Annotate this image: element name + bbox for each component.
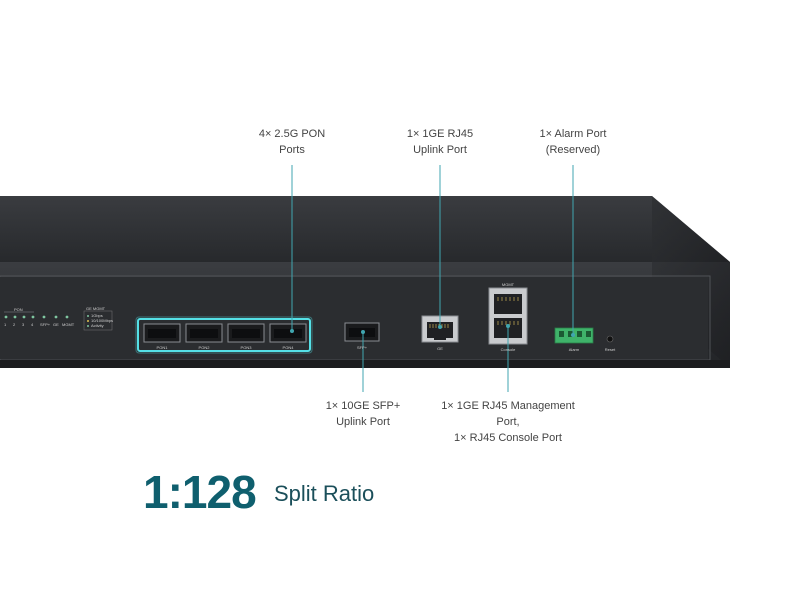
led-legend-100mbps: 10/100Mbps	[91, 318, 114, 323]
led-legend-title: GE MGMT	[86, 306, 106, 311]
callout-alarm-port-line2: (Reserved)	[545, 144, 601, 156]
led-number-1: 1	[4, 322, 7, 327]
pon1-label: PON1	[156, 345, 168, 350]
callout-uplink-rj45-line1: 1× 1GE RJ45	[406, 128, 474, 140]
pon4-label: PON4	[282, 345, 294, 350]
callout-endpoints	[290, 324, 575, 337]
pon-ports-highlight	[137, 318, 311, 352]
led-legend-activity: Activity	[91, 323, 104, 328]
sfp-port-label: SFP+	[356, 345, 368, 350]
callout-leaders	[291, 165, 574, 392]
callout-uplink-rj45-line2: Uplink Port	[413, 144, 467, 156]
led-sfp-label: SFP+	[40, 322, 51, 327]
callout-mgmt-console-line1: 1× 1GE RJ45 Management	[441, 400, 575, 412]
mgmt-port-label: MGMT	[501, 282, 515, 287]
callout-alarm-port-line1: 1× Alarm Port	[539, 128, 607, 140]
callout-mgmt-console-line2: Port,	[496, 416, 520, 428]
console-port-label: Console	[500, 347, 516, 352]
pon2-label: PON2	[198, 345, 210, 350]
ge-port-label: GE	[437, 346, 443, 351]
reset-label: Reset	[604, 347, 616, 352]
split-ratio-value: 1:128	[143, 466, 257, 518]
callout-pon-ports-line1: 4× 2.5G PON	[258, 128, 326, 140]
callout-mgmt-console: 1× 1GE RJ45 Management Port, 1× RJ45 Con…	[428, 398, 588, 446]
callout-uplink-rj45: 1× 1GE RJ45 Uplink Port	[380, 126, 500, 158]
led-number-3: 3	[22, 322, 25, 327]
led-mgmt-label: MGMT	[62, 322, 75, 327]
callout-sfp-uplink-line1: 1× 10GE SFP+	[325, 400, 401, 412]
alarm-port-label: Alarm	[568, 347, 580, 352]
led-ge-label: GE	[53, 322, 59, 327]
callout-pon-ports-line2: Ports	[279, 144, 305, 156]
led-number-4: 4	[31, 322, 34, 327]
reset-button-hole	[606, 335, 614, 343]
led-legend-1gbps: 1Gbps	[91, 313, 103, 318]
pon-ports	[143, 323, 307, 343]
callout-pon-ports: 4× 2.5G PON Ports	[232, 126, 352, 158]
callout-sfp-uplink-line2: Uplink Port	[336, 416, 390, 428]
callout-mgmt-console-line3: 1× RJ45 Console Port	[454, 432, 562, 444]
chassis-top	[0, 196, 730, 262]
callout-sfp-uplink: 1× 10GE SFP+ Uplink Port	[303, 398, 423, 430]
pon3-label: PON3	[240, 345, 252, 350]
led-group-pon-label: PON	[14, 307, 23, 312]
led-number-2: 2	[13, 322, 16, 327]
led-legend-box	[83, 310, 113, 331]
status-leds	[4, 311, 69, 319]
split-ratio-text: Split Ratio	[274, 481, 375, 506]
callout-alarm-port: 1× Alarm Port (Reserved)	[513, 126, 633, 158]
